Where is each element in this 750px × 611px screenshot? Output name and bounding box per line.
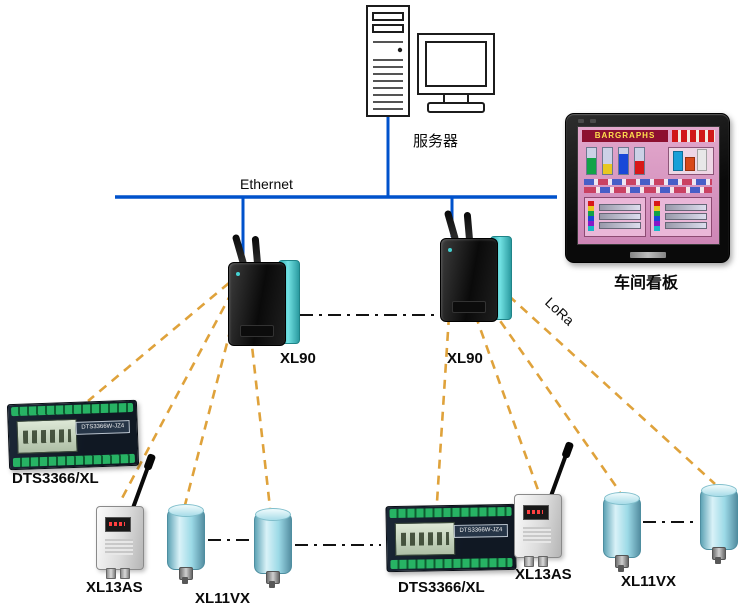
panel-legend-row xyxy=(584,179,712,185)
bar-fill xyxy=(603,164,612,174)
legend-bar xyxy=(665,222,707,229)
legend-color-column xyxy=(588,201,594,231)
gateway-led xyxy=(448,248,452,252)
gateway-left xyxy=(226,233,304,346)
bar-fill xyxy=(685,157,695,171)
workshop-panel-device: BARGRAPHS xyxy=(565,113,730,263)
meter-terminal-strip xyxy=(390,557,513,570)
sensor-left-label: XL13AS xyxy=(86,579,143,596)
panel-legend-box-left xyxy=(584,197,646,237)
legend-bar xyxy=(599,222,641,229)
legend-bar xyxy=(665,213,707,220)
lora-link-right-sensor xyxy=(468,299,540,491)
legend-bar xyxy=(599,204,641,211)
sensor-antenna-icon xyxy=(549,453,568,497)
transmitter-left-label: XL11VX xyxy=(195,590,251,607)
transmitter-tube xyxy=(700,488,738,550)
gateway-led xyxy=(236,272,240,276)
sensor-left xyxy=(94,460,152,580)
gateway-body xyxy=(440,238,498,322)
lora-link-right-transmitter-2 xyxy=(496,284,716,485)
meter-left-label: DTS3366/XL xyxy=(12,470,99,487)
ethernet-label: Ethernet xyxy=(240,176,293,192)
server-label: 服务器 xyxy=(413,133,459,150)
transmitter-tube xyxy=(603,496,641,558)
panel-label: 车间看板 xyxy=(614,275,679,292)
transmitter-left-2 xyxy=(254,508,292,594)
meter-terminal-strip xyxy=(10,402,134,417)
lora-link-left-sensor xyxy=(118,291,234,503)
meter-model-text: DTS3366W-JZ4 xyxy=(75,420,130,435)
transmitter-tube xyxy=(254,512,292,574)
panel-bargraph xyxy=(602,147,613,175)
gateway-right xyxy=(438,209,516,322)
gateway-port xyxy=(452,301,486,313)
sensor-port xyxy=(524,556,534,567)
legend-bar xyxy=(665,204,707,211)
transmitter-cap xyxy=(255,508,291,521)
panel-bargraph xyxy=(634,147,645,175)
transmitter-cap xyxy=(604,492,640,505)
sensor-display xyxy=(105,517,131,532)
bar-fill xyxy=(587,158,596,174)
transmitter-tube xyxy=(167,508,205,570)
sensor-port xyxy=(538,556,548,567)
lora-link-left-meter xyxy=(87,282,230,402)
panel-bargraph-group xyxy=(668,147,714,175)
gateway-right-label: XL90 xyxy=(447,350,483,367)
sensor-port xyxy=(120,568,130,579)
panel-screen-title: BARGRAPHS xyxy=(582,130,668,142)
meter-lcd xyxy=(394,521,456,556)
transmitter-fitting-tip xyxy=(182,577,188,584)
meter-model-text: DTS3366W-JZ4 xyxy=(453,524,508,538)
sensor-vent xyxy=(105,539,133,555)
transmitter-fitting-tip xyxy=(269,581,275,588)
transmitter-right-label: XL11VX xyxy=(621,573,677,590)
transmitter-left-1 xyxy=(167,504,205,590)
sensor-display xyxy=(523,505,549,520)
bar-fill xyxy=(619,154,628,174)
panel-bargraph xyxy=(586,147,597,175)
meter-center: DTS3366W-JZ4 xyxy=(385,503,517,573)
sensor-port xyxy=(106,568,116,579)
transmitter-right-1 xyxy=(603,492,641,578)
panel-alarm-strip xyxy=(672,130,715,142)
meter-lcd-digits xyxy=(400,532,450,546)
panel-indicator-dot xyxy=(578,119,584,123)
transmitter-right-2 xyxy=(700,484,738,570)
lora-link-right-meter xyxy=(435,299,452,503)
transmitter-cap xyxy=(701,484,737,497)
transmitter-fitting-tip xyxy=(618,565,624,572)
bar-fill xyxy=(697,149,707,171)
sensor-right xyxy=(512,448,570,568)
server-icon xyxy=(366,5,495,117)
panel-legend-box-right xyxy=(650,197,712,237)
gateway-body xyxy=(228,262,286,346)
sensor-body xyxy=(514,494,562,558)
meter-center-label: DTS3366/XL xyxy=(398,579,485,596)
bar-fill xyxy=(635,161,644,174)
gateway-port xyxy=(240,325,274,337)
legend-bar xyxy=(599,213,641,220)
panel-bargraph xyxy=(618,147,629,175)
meter-lcd-digits xyxy=(22,429,72,444)
sensor-right-label: XL13AS xyxy=(515,566,572,583)
panel-legend-row xyxy=(584,187,712,193)
sensor-vent xyxy=(523,527,551,543)
bar-fill xyxy=(673,151,683,171)
transmitter-fitting-tip xyxy=(715,557,721,564)
sensor-body xyxy=(96,506,144,570)
transmitter-cap xyxy=(168,504,204,517)
meter-terminal-strip xyxy=(389,506,512,519)
panel-screen: BARGRAPHS xyxy=(577,126,720,245)
panel-indicator-dot xyxy=(590,119,596,123)
lora-link-right-transmitter-1 xyxy=(480,294,622,493)
sensor-antenna-icon xyxy=(131,465,150,509)
gateway-left-label: XL90 xyxy=(280,350,316,367)
meter-lcd xyxy=(16,418,78,454)
panel-brand-logo xyxy=(629,252,666,258)
legend-color-column xyxy=(654,201,660,231)
